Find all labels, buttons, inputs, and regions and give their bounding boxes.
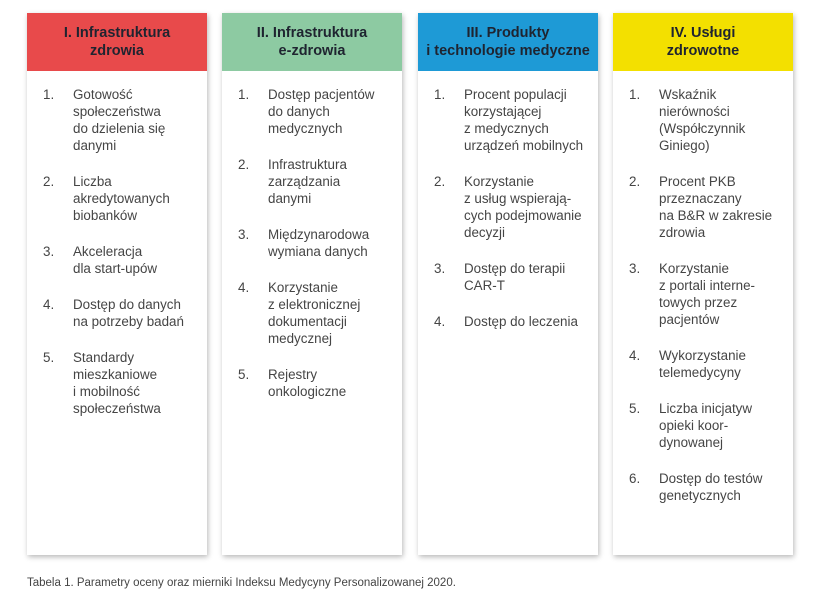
item-text: Procent populacji korzystającej z medycz… bbox=[464, 87, 584, 153]
column-card-health-infrastructure: I. Infrastruktura zdrowia 1. Gotowość spo… bbox=[27, 13, 207, 555]
item-text: Dostęp do danych na potrzeby badań bbox=[73, 297, 184, 329]
list-item: 3. Akceleracja dla start-upów bbox=[43, 243, 195, 277]
list-item: 1. Procent populacji korzystającej z medy… bbox=[434, 86, 586, 154]
item-number: 3. bbox=[434, 261, 446, 276]
item-text: Korzystanie z portali interne- towych pr… bbox=[659, 261, 756, 327]
item-number: 6. bbox=[629, 471, 641, 486]
item-text: Rejestry onkologiczne bbox=[268, 367, 347, 399]
item-text: Procent PKB przeznaczany na B&R w zakres… bbox=[659, 174, 773, 240]
list-item: 1. Wskaźnik nierówności (Współczynnik Gin… bbox=[629, 86, 781, 154]
list-item: 5. Liczba inicjatyw opieki koor- dynowane… bbox=[629, 400, 781, 451]
list-item: 5. Standardy mieszkaniowe i mobilność spo… bbox=[43, 349, 195, 417]
item-number: 4. bbox=[43, 297, 55, 312]
item-number: 4. bbox=[629, 348, 641, 363]
item-number: 2. bbox=[434, 174, 446, 189]
item-text: Wykorzystanie telemedycyny bbox=[659, 348, 746, 380]
list-item: 1. Dostęp pacjentów do danych medycznych bbox=[238, 86, 390, 137]
list-item: 4. Korzystanie z elektronicznej dokumenta… bbox=[238, 279, 390, 347]
list-item: 2. Procent PKB przeznaczany na B&R w zakr… bbox=[629, 173, 781, 241]
item-number: 5. bbox=[629, 401, 641, 416]
column-card-health-services: IV. Usługi zdrowotne 1. Wskaźnik nierówno… bbox=[613, 13, 793, 555]
item-text: Dostęp do testów genetycznych bbox=[659, 471, 763, 503]
item-text: Standardy mieszkaniowe i mobilność społe… bbox=[73, 350, 161, 416]
item-number: 2. bbox=[43, 174, 55, 189]
item-number: 3. bbox=[43, 244, 55, 259]
list-item: 3. Dostęp do terapii CAR-T bbox=[434, 260, 586, 294]
column-header: II. Infrastruktura e-zdrowia bbox=[222, 13, 402, 71]
metric-list: 1. Wskaźnik nierówności (Współczynnik Gin… bbox=[613, 71, 793, 504]
item-number: 2. bbox=[629, 174, 641, 189]
item-number: 5. bbox=[43, 350, 55, 365]
metric-list: 1. Gotowość społeczeństwa do dzielenia si… bbox=[27, 71, 207, 417]
item-text: Liczba inicjatyw opieki koor- dynowanej bbox=[659, 401, 753, 450]
item-number: 1. bbox=[434, 87, 446, 102]
item-text: Korzystanie z usług wspierają- cych pode… bbox=[464, 174, 582, 240]
column-header: III. Produkty i technologie medyczne bbox=[418, 13, 598, 71]
item-text: Korzystanie z elektronicznej dokumentacj… bbox=[268, 280, 361, 346]
metric-list: 1.Dostęp pacjentów do danych medycznych … bbox=[222, 71, 402, 400]
item-number: 3. bbox=[629, 261, 641, 276]
list-item: 2. Liczba akredytowanych biobanków bbox=[43, 173, 195, 224]
item-number: 3. bbox=[238, 227, 250, 242]
list-item: 4. Wykorzystanie telemedycyny bbox=[629, 347, 781, 381]
list-item: 5. Rejestry onkologiczne bbox=[238, 366, 390, 400]
list-item: 3. Korzystanie z portali interne- towych … bbox=[629, 260, 781, 328]
item-number: 1. bbox=[629, 87, 641, 102]
column-card-medical-products: III. Produkty i technologie medyczne 1. P… bbox=[418, 13, 598, 555]
item-text: Dostęp pacjentów do danych medycznych bbox=[268, 87, 375, 136]
item-number: 1. bbox=[238, 87, 250, 102]
item-text: Wskaźnik nierówności (Współczynnik Ginie… bbox=[659, 87, 746, 153]
list-item: 4. Dostęp do danych na potrzeby badań bbox=[43, 296, 195, 330]
column-card-ehealth-infrastructure: II. Infrastruktura e-zdrowia 1. Dostęp pa… bbox=[222, 13, 402, 555]
column-header: IV. Usługi zdrowotne bbox=[613, 13, 793, 71]
item-number: 2. bbox=[238, 157, 250, 172]
item-number: 4. bbox=[434, 314, 446, 329]
item-text: Gotowość społeczeństwa do dzielenia się … bbox=[73, 87, 166, 153]
list-item: 2. Infrastruktura zarządzania danymi bbox=[238, 156, 390, 207]
item-text: Infrastruktura zarządzania danymi bbox=[268, 157, 347, 206]
item-text: Dostęp do terapii CAR-T bbox=[464, 261, 566, 293]
item-text: Międzynarodowa wymiana danych bbox=[268, 227, 370, 259]
list-item: 2. Korzystanie z usług wspierają- cych po… bbox=[434, 173, 586, 241]
list-item: 4. Dostęp do leczenia bbox=[434, 313, 586, 330]
list-item: 3. Międzynarodowa wymiana danych bbox=[238, 226, 390, 260]
metric-list: 1. Procent populacji korzystającej z medy… bbox=[418, 71, 598, 330]
column-header: I. Infrastruktura zdrowia bbox=[27, 13, 207, 71]
item-number: 5. bbox=[238, 367, 250, 382]
item-number: 1. bbox=[43, 87, 55, 102]
item-text: Akceleracja dla start-upów bbox=[73, 244, 158, 276]
item-number: 4. bbox=[238, 280, 250, 295]
list-item: 1. Gotowość społeczeństwa do dzielenia si… bbox=[43, 86, 195, 154]
item-text: Dostęp do leczenia bbox=[464, 314, 578, 329]
list-item: 6. Dostęp do testów genetycznych bbox=[629, 470, 781, 504]
item-text: Liczba akredytowanych biobanków bbox=[73, 174, 170, 223]
table-caption: Tabela 1. Parametry oceny oraz mierniki … bbox=[27, 577, 456, 589]
